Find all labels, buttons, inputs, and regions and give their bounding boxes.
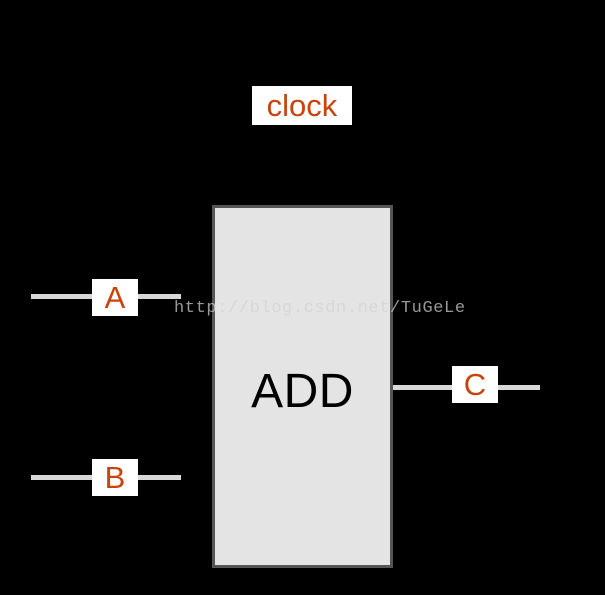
watermark-text: http://blog.csdn.net/TuGeLe bbox=[174, 299, 466, 318]
add-block[interactable]: ADD bbox=[212, 205, 393, 568]
signal-label-a[interactable]: A bbox=[92, 279, 138, 316]
add-block-label: ADD bbox=[251, 365, 354, 418]
signal-label-clock[interactable]: clock bbox=[252, 86, 352, 125]
signal-label-b[interactable]: B bbox=[92, 459, 138, 496]
signal-label-c[interactable]: C bbox=[452, 366, 498, 403]
